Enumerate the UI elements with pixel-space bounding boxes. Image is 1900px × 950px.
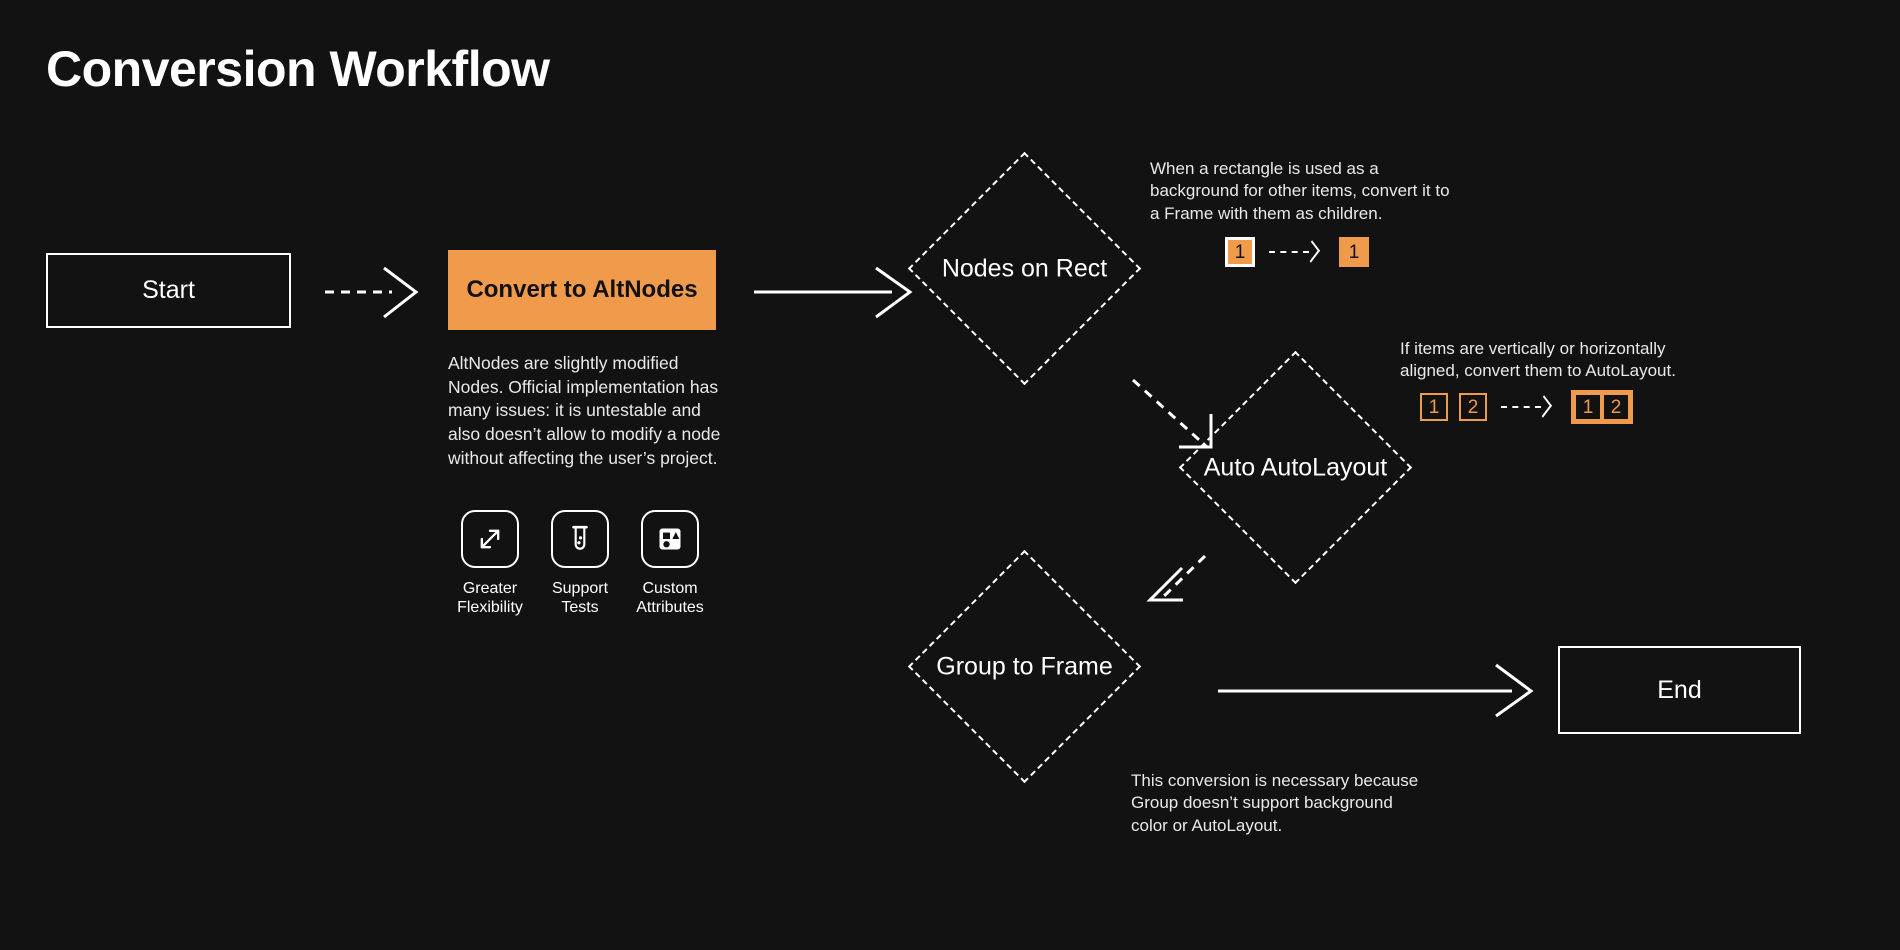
feature-chip bbox=[551, 510, 609, 568]
node-end[interactable]: End bbox=[1558, 646, 1801, 734]
badge-illustration-nodes-on-rect: 1 1 bbox=[1225, 237, 1369, 267]
badge-before-1: 1 bbox=[1420, 393, 1448, 421]
badge-after-frame: 1 2 bbox=[1571, 390, 1633, 424]
feature-greater-flexibility[interactable]: Greater Flexibility bbox=[455, 510, 525, 617]
annotation-nodes-on-rect: When a rectangle is used as a background… bbox=[1150, 159, 1450, 223]
badge-before-1: 1 bbox=[1225, 237, 1255, 267]
connector-convert-to-nodesonrect bbox=[754, 266, 913, 319]
node-convert-label: Convert to AltNodes bbox=[466, 276, 698, 303]
node-start[interactable]: Start bbox=[46, 253, 291, 328]
node-auto-autolayout-label: Auto AutoLayout bbox=[1203, 453, 1388, 481]
badge-before-2: 2 bbox=[1459, 393, 1487, 421]
node-end-label: End bbox=[1657, 675, 1702, 704]
node-nodes-on-rect[interactable]: Nodes on Rect bbox=[907, 151, 1142, 386]
badge-after-2: 2 bbox=[1602, 393, 1630, 421]
expand-arrows-icon bbox=[480, 529, 500, 549]
node-convert-to-altnodes[interactable]: Convert to AltNodes bbox=[448, 250, 716, 330]
badge-arrow-icon bbox=[1269, 240, 1325, 263]
feature-chip bbox=[641, 510, 699, 568]
connector-autoautolayout-to-grouptoframe bbox=[1146, 554, 1207, 602]
feature-custom-attributes[interactable]: Custom Attributes bbox=[635, 510, 705, 617]
feature-chip bbox=[461, 510, 519, 568]
connector-start-to-convert bbox=[325, 266, 419, 319]
feature-label: Greater Flexibility bbox=[457, 580, 523, 617]
node-group-to-frame[interactable]: Group to Frame bbox=[907, 549, 1142, 784]
node-nodes-on-rect-label: Nodes on Rect bbox=[941, 254, 1108, 282]
node-auto-autolayout[interactable]: Auto AutoLayout bbox=[1178, 350, 1413, 585]
connector-grouptoframe-to-end bbox=[1218, 663, 1534, 718]
page-title: Conversion Workflow bbox=[46, 41, 550, 97]
node-start-label: Start bbox=[142, 276, 195, 304]
altnodes-description: AltNodes are slightly modified Nodes. Of… bbox=[448, 353, 721, 468]
annotation-group-to-frame: This conversion is necessary because Gro… bbox=[1131, 771, 1419, 835]
feature-list: Greater Flexibility Support Tests bbox=[455, 510, 705, 617]
feature-support-tests[interactable]: Support Tests bbox=[545, 510, 615, 617]
badge-illustration-auto-autolayout: 1 2 1 2 bbox=[1420, 390, 1633, 424]
shapes-icon bbox=[659, 528, 681, 550]
badge-after-1: 1 bbox=[1339, 237, 1369, 267]
connector-nodesonrect-to-autoautolayout bbox=[1131, 378, 1213, 449]
feature-label: Support Tests bbox=[551, 580, 609, 617]
test-tube-icon bbox=[572, 525, 588, 550]
feature-label: Custom Attributes bbox=[636, 580, 704, 617]
node-group-to-frame-label: Group to Frame bbox=[936, 652, 1113, 680]
badge-after-1: 1 bbox=[1574, 393, 1602, 421]
badge-arrow-icon bbox=[1501, 395, 1557, 418]
annotation-auto-autolayout: If items are vertically or horizontally … bbox=[1400, 339, 1676, 381]
